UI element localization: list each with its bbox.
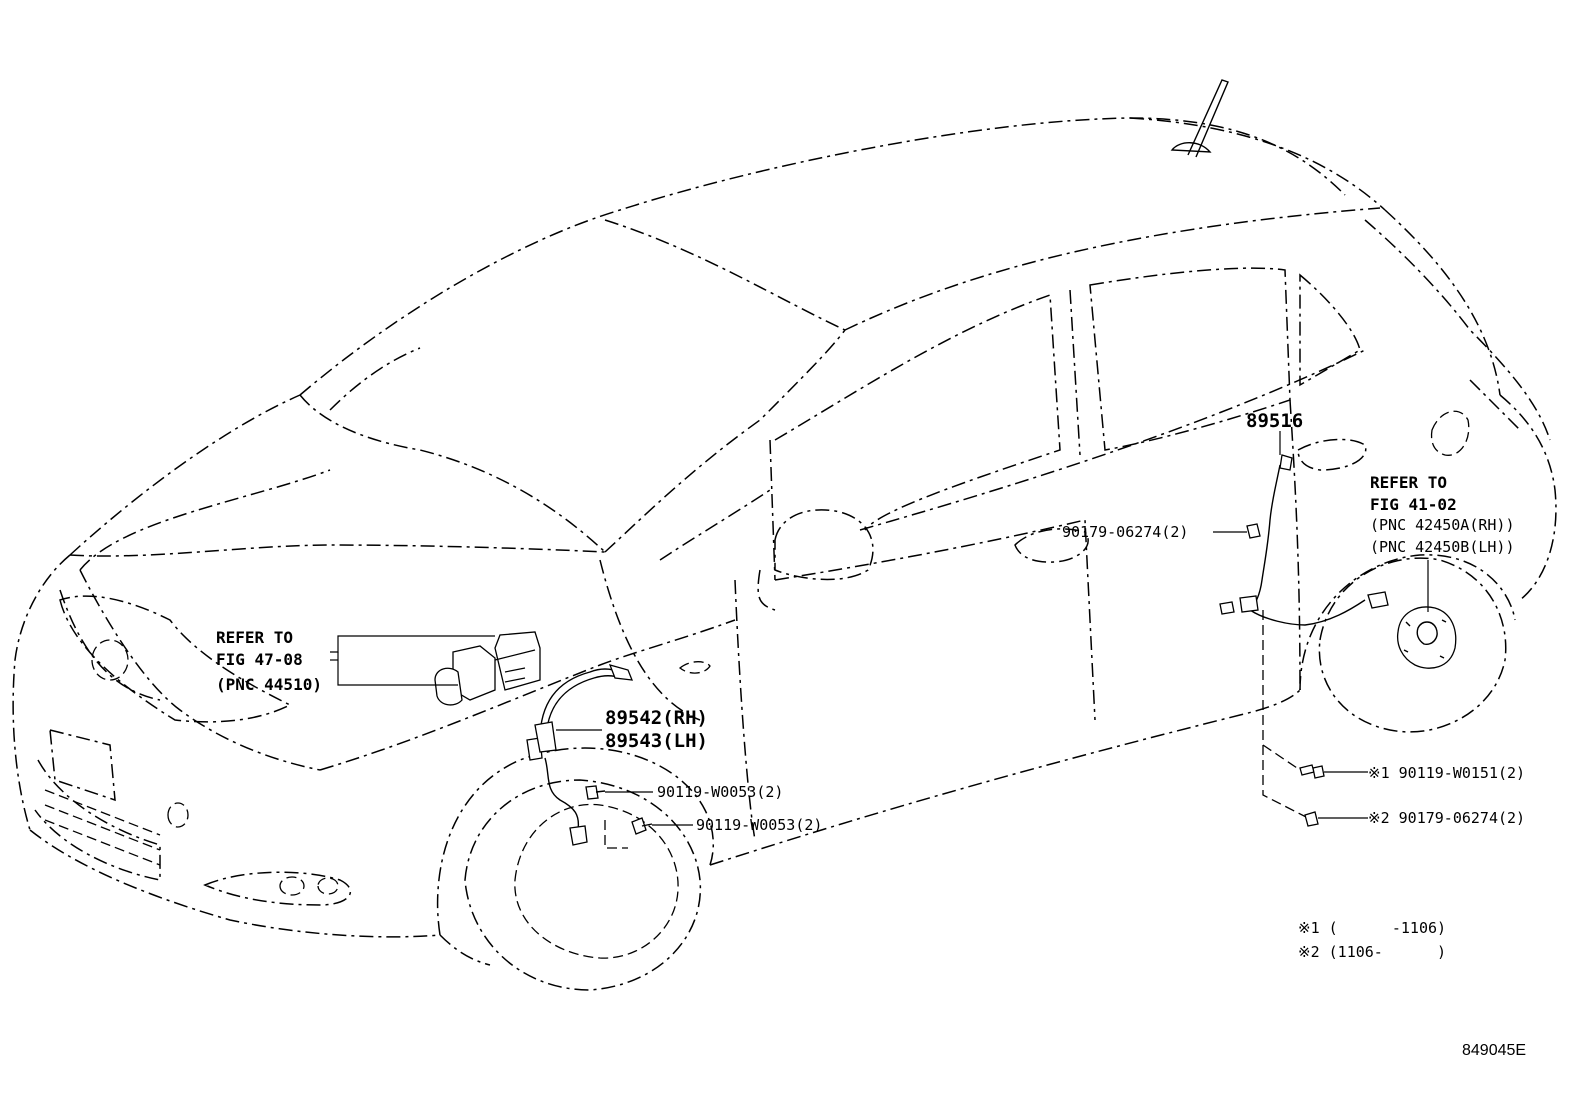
- abs-refer-label-2: FIG 47-08: [216, 650, 303, 669]
- bolt-leader-dashed: [604, 820, 628, 849]
- front-sensor-rh-label: 89542(RH): [605, 707, 708, 729]
- abs-refer-bracket: [330, 635, 495, 686]
- alt-nut-part: [1304, 811, 1368, 827]
- illustration-id: 849045E: [1462, 1042, 1526, 1059]
- hub-refer-label-3: (PNC 42450A(RH)): [1370, 516, 1515, 534]
- hub-refer-label-2: FIG 41-02: [1370, 495, 1457, 514]
- abs-actuator-part: [434, 631, 541, 706]
- front-sensor-lh-label: 89543(LH): [605, 730, 708, 752]
- date-note-2: ※2 (1106- ): [1298, 943, 1446, 961]
- bolt-upper-part: [585, 785, 653, 800]
- alt-bolt-label: ※1 90119-W0151(2): [1368, 764, 1525, 782]
- bolt-upper-label: 90119-W0053(2): [657, 783, 783, 801]
- alt-nut-label: ※2 90179-06274(2): [1368, 809, 1525, 827]
- bolt-lower-part: [631, 817, 693, 835]
- car-outline: [12, 79, 1557, 991]
- hub-refer-label-1: REFER TO: [1370, 473, 1447, 492]
- hub-refer-label-4: (PNC 42450B(LH)): [1370, 538, 1515, 556]
- front-speed-sensor-part: [526, 664, 634, 846]
- alt-fastener-leader-2: [1262, 744, 1301, 771]
- rear-nut-label: 90179-06274(2): [1062, 523, 1188, 541]
- bolt-lower-label: 90119-W0053(2): [696, 816, 822, 834]
- rear-hub-part: [1396, 560, 1457, 669]
- alt-fastener-leader: [1262, 610, 1309, 819]
- rear-speed-sensor-part: [1219, 431, 1389, 626]
- date-note-1: ※1 ( -1106): [1298, 919, 1446, 937]
- abs-refer-label-1: REFER TO: [216, 628, 293, 647]
- rear-nut-part: [1213, 523, 1261, 539]
- alt-bolt-part: [1299, 764, 1368, 779]
- abs-refer-label-3: (PNC 44510): [216, 675, 322, 694]
- rear-sensor-label: 89516: [1246, 410, 1303, 432]
